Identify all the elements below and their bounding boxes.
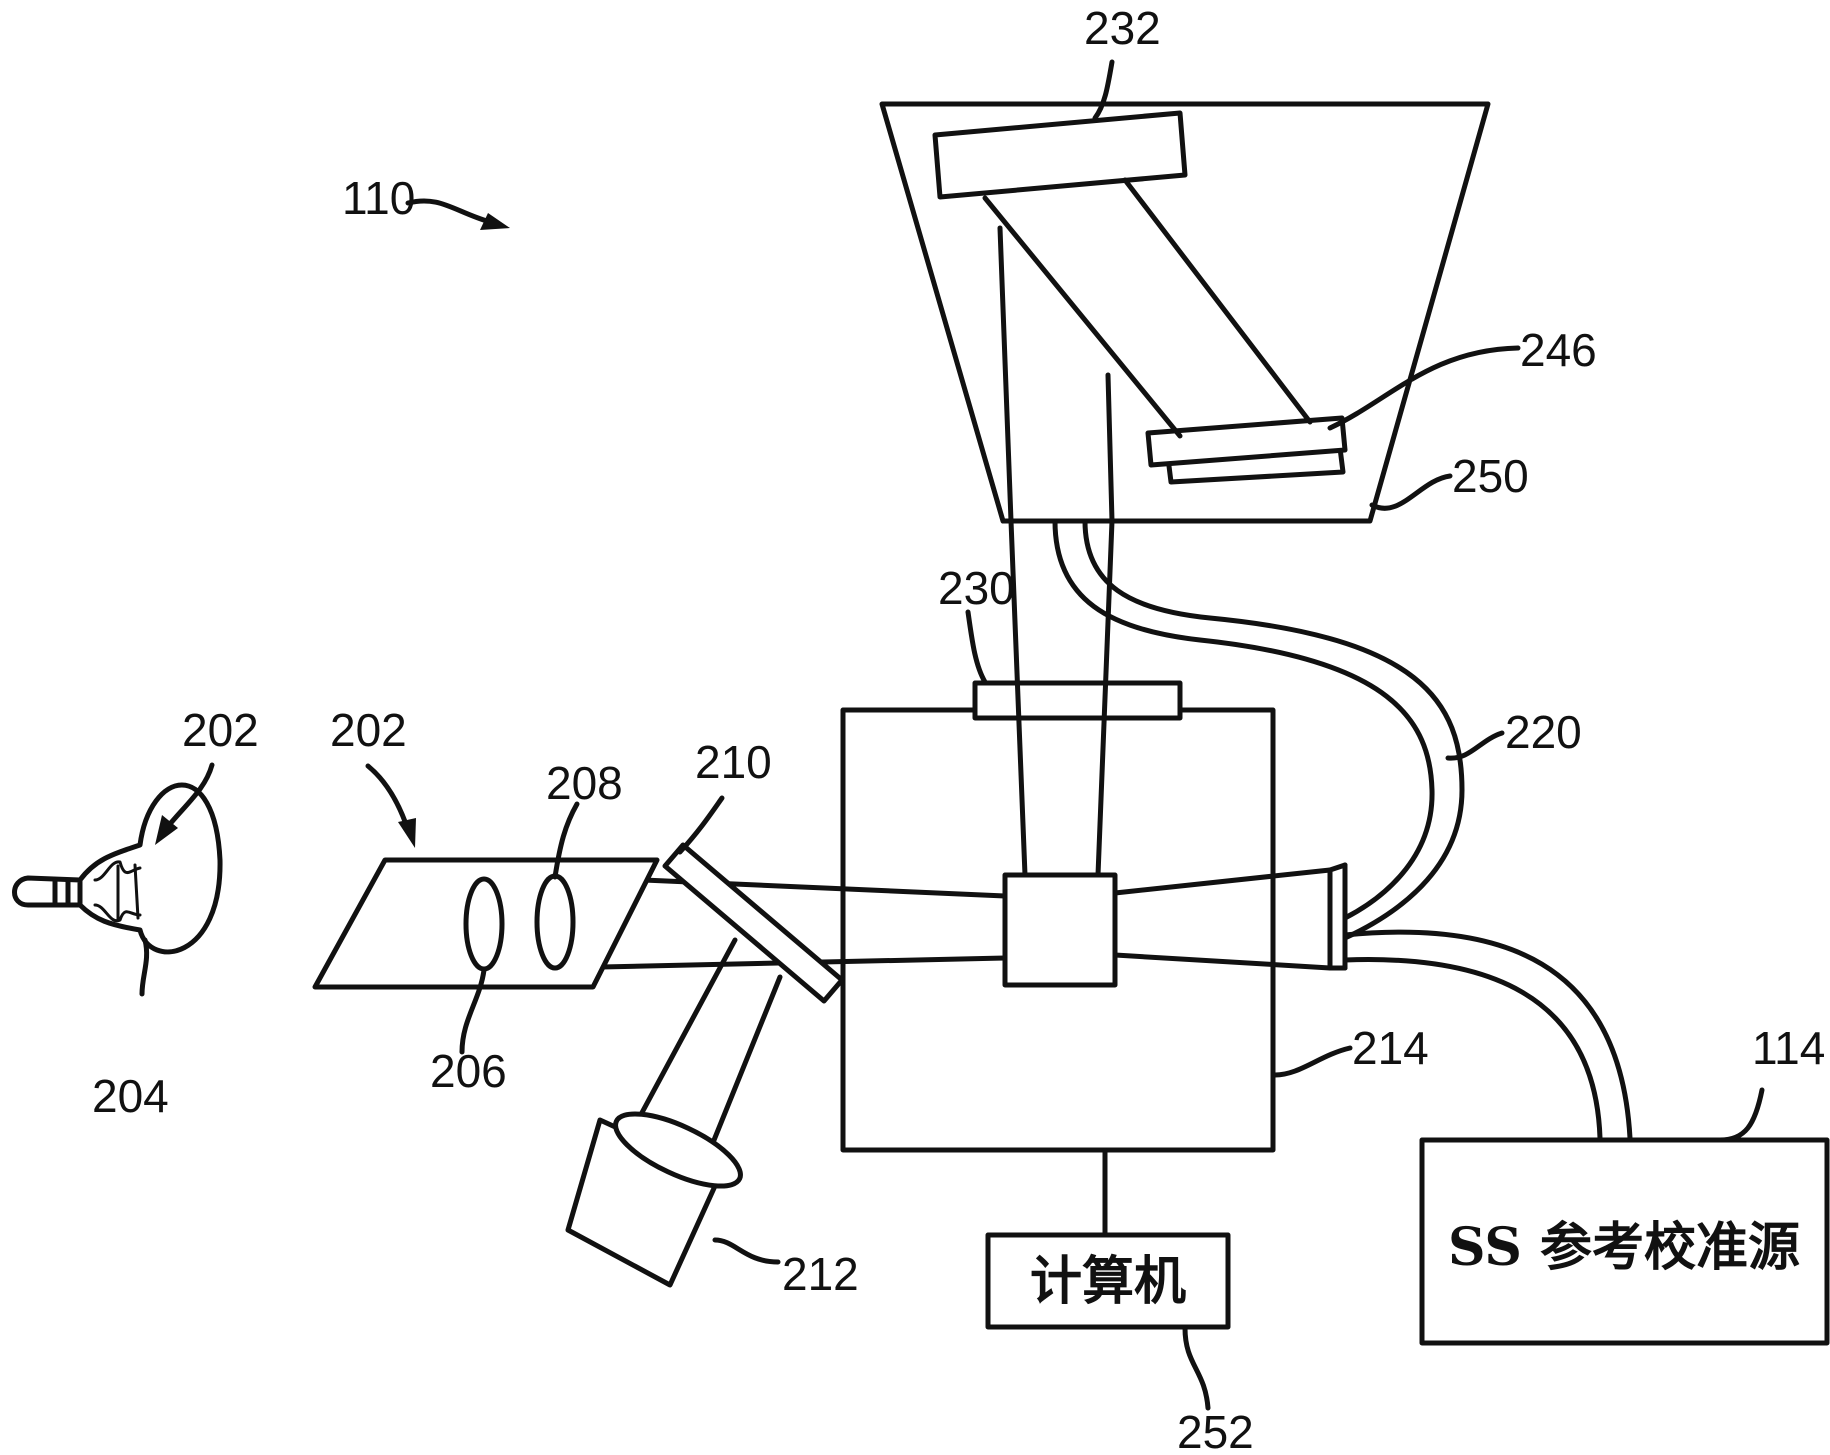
label-220: 220 — [1505, 706, 1582, 758]
label-246: 246 — [1520, 324, 1597, 376]
computer-252: 计算机 — [985, 1147, 1231, 1330]
vertical-beams — [1008, 518, 1115, 878]
collector-cone — [1327, 862, 1348, 971]
label-252: 252 — [1177, 1406, 1254, 1455]
fiber-bundle-220 — [1052, 518, 1465, 941]
label-212: 212 — [782, 1248, 859, 1300]
label-110: 110 — [342, 172, 415, 224]
grating-232 — [932, 110, 1188, 200]
label-208: 208 — [546, 757, 623, 809]
label-230: 230 — [938, 562, 1015, 614]
camera-beam — [635, 937, 783, 1153]
label-250: 250 — [1452, 450, 1529, 502]
computer-label: 计算机 — [1030, 1251, 1186, 1312]
label-214: 214 — [1352, 1022, 1429, 1074]
label-202-housing: 202 — [330, 704, 407, 756]
label-210: 210 — [695, 736, 772, 788]
label-204: 204 — [92, 1070, 169, 1122]
detector-246 — [1145, 415, 1348, 485]
window-230 — [972, 680, 1183, 721]
reference-source-label: SS 参考校准源 — [1448, 1217, 1800, 1278]
label-232: 232 — [1084, 2, 1161, 54]
reference-numerals: 110 202 202 204 206 208 210 212 214 220 … — [92, 2, 1825, 1455]
beamsplitter-210 — [662, 842, 845, 1004]
reference-source-114: SS 参考校准源 — [1419, 1137, 1830, 1346]
label-114: 114 — [1752, 1022, 1825, 1074]
sample-cell — [1002, 872, 1118, 988]
light-bulb-204 — [12, 782, 223, 955]
label-202-bulb: 202 — [182, 704, 259, 756]
label-206: 206 — [430, 1045, 507, 1097]
camera-212 — [565, 1111, 743, 1288]
leader-lines — [139, 59, 1765, 1411]
internal-beams — [982, 177, 1313, 524]
fiber-to-reference — [1342, 929, 1633, 1141]
